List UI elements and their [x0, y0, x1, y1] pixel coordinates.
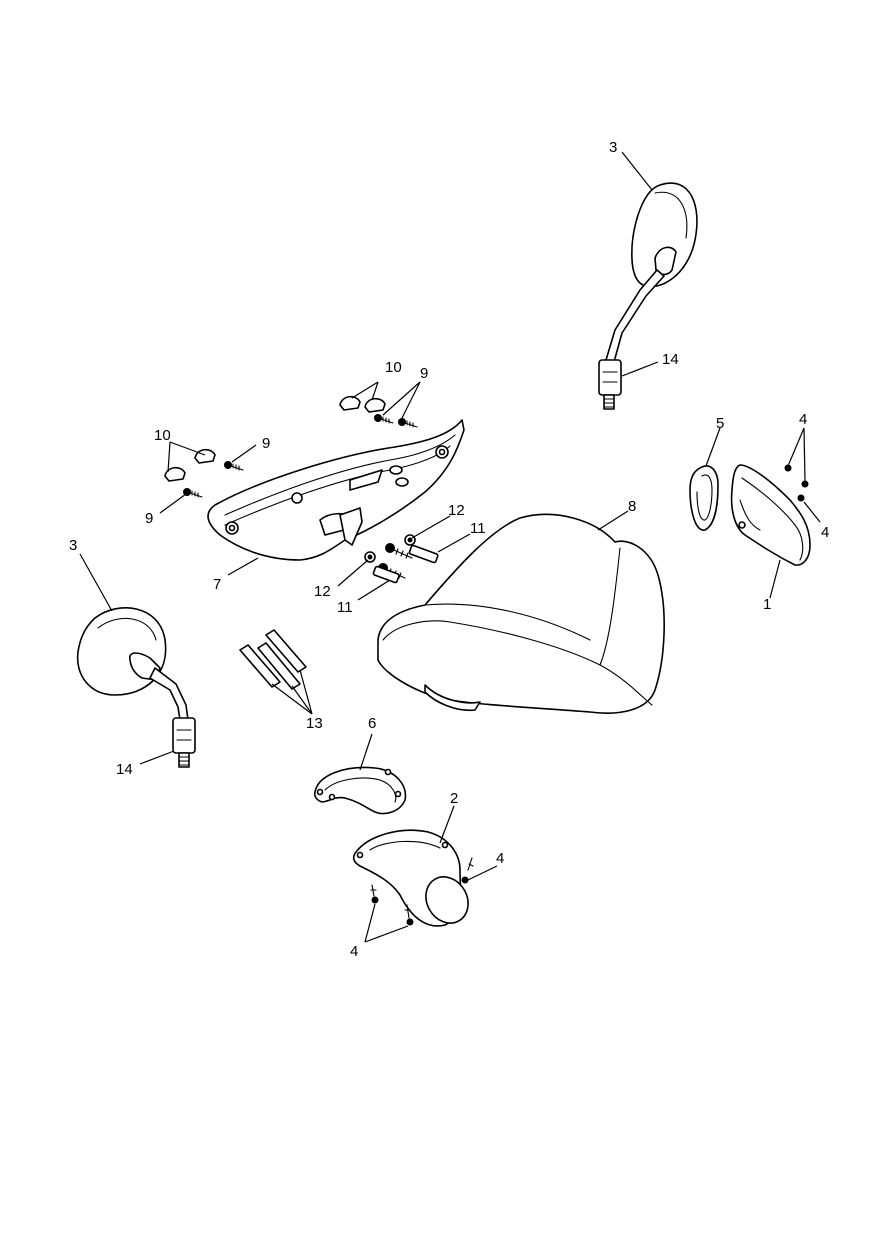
- callout-14-top: 14: [662, 351, 679, 368]
- callout-2: 2: [450, 790, 458, 807]
- leader-lines: [79, 151, 821, 943]
- callout-9-top: 9: [420, 365, 428, 382]
- callout-9-left: 9: [145, 510, 153, 527]
- callout-11-top: 11: [470, 520, 486, 537]
- callout-7: 7: [213, 576, 221, 593]
- callout-4-bottom-left: 4: [350, 943, 358, 960]
- callout-4-right: 4: [821, 524, 829, 541]
- callout-4-top: 4: [799, 411, 807, 428]
- callout-4-bottom-right: 4: [496, 850, 504, 867]
- clips-and-screws: [164, 395, 418, 498]
- mirror-right: [598, 182, 698, 410]
- ring: [313, 766, 407, 815]
- callout-10-top: 10: [385, 359, 402, 376]
- nuts-and-bolts: [364, 534, 439, 584]
- panel: [207, 419, 465, 561]
- callout-13: 13: [306, 715, 323, 732]
- mirror-left: [76, 607, 196, 768]
- callout-14-left: 14: [116, 761, 133, 778]
- callout-8: 8: [628, 498, 636, 515]
- callout-5: 5: [716, 415, 724, 432]
- housing: [730, 464, 811, 566]
- callout-10-left: 10: [154, 427, 171, 444]
- callout-3-top: 3: [609, 139, 617, 156]
- callout-6: 6: [368, 715, 376, 732]
- cover: [352, 829, 474, 927]
- callout-11-bottom: 11: [337, 599, 353, 616]
- callout-12-top: 12: [448, 502, 465, 519]
- callout-1: 1: [763, 596, 771, 613]
- callout-9-mid: 9: [262, 435, 270, 452]
- grommet: [689, 465, 719, 531]
- seat: [377, 513, 665, 714]
- callout-3-left: 3: [69, 537, 77, 554]
- callout-12-bottom: 12: [314, 583, 331, 600]
- callout-labels: 3 14 10 9 10 9 9 4 5 8 12 11 4 3 7 12 1 …: [69, 139, 829, 960]
- strips: [239, 629, 307, 690]
